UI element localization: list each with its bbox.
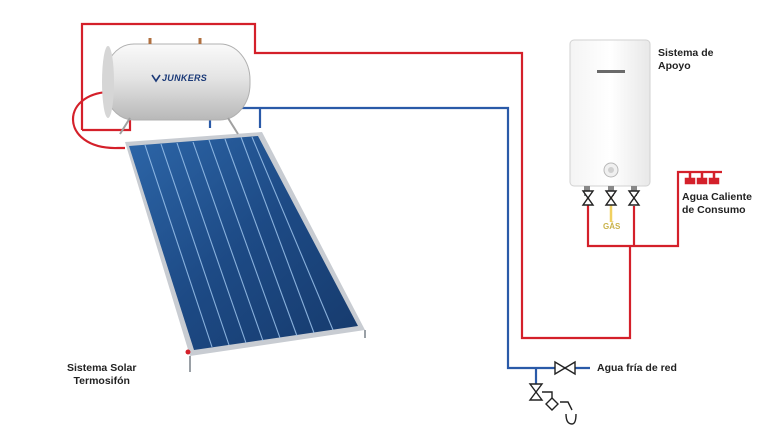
safety-group: [528, 383, 577, 425]
gas-label: GÁS: [603, 222, 621, 231]
storage-tank: [102, 38, 251, 135]
solar-system-label-line1: Sistema Solar: [67, 362, 137, 374]
backup-system-label-line2: Apoyo: [658, 60, 691, 72]
hot-water-label-line2: de Consumo: [682, 204, 746, 216]
backup-system-label: Sistema de Apoyo: [658, 47, 713, 73]
hot-water-taps: [684, 172, 720, 185]
hot-water-circuit: [71, 22, 722, 340]
backup-system-label-line1: Sistema de: [658, 47, 714, 59]
hot-water-label-line1: Agua Caliente: [682, 191, 753, 203]
hot-water-label: Agua Caliente de Consumo: [682, 191, 752, 217]
solar-panel: [125, 132, 366, 372]
solar-system-label: Sistema Solar Termosifón: [67, 362, 136, 388]
tank-brand-logo: JUNKERS: [162, 73, 208, 83]
cold-water-label: Agua fría de red: [597, 362, 677, 374]
boiler-valves: [581, 190, 641, 206]
backup-boiler: [569, 39, 651, 196]
cold-inlet-valve: [554, 360, 576, 376]
solar-system-label-line2: Termosifón: [73, 375, 130, 387]
